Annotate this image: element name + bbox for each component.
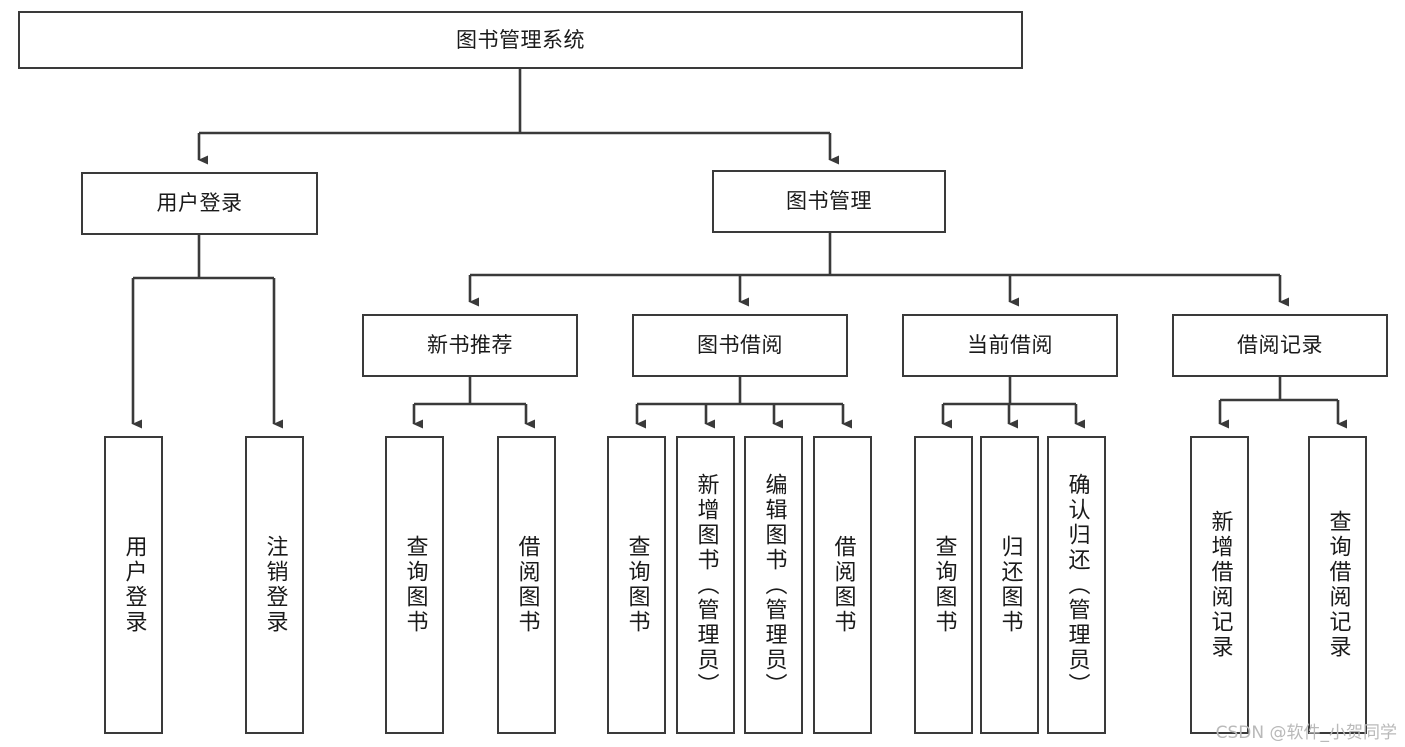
node-label: 归还图书 xyxy=(997,535,1023,635)
node-label: 编辑图书（管理员） xyxy=(761,472,787,698)
leaf-borrow-book[interactable]: 借阅图书 xyxy=(813,436,872,734)
node-label: 借阅记录 xyxy=(1237,333,1323,358)
leaf-query-book-current[interactable]: 查询图书 xyxy=(914,436,973,734)
node-book-borrow[interactable]: 图书借阅 xyxy=(632,314,848,377)
node-label: 借阅图书 xyxy=(830,535,856,635)
node-root-system[interactable]: 图书管理系统 xyxy=(18,11,1023,69)
node-label: 注销登录 xyxy=(262,535,288,635)
leaf-query-book-recommend[interactable]: 查询图书 xyxy=(385,436,444,734)
leaf-borrow-book-recommend[interactable]: 借阅图书 xyxy=(497,436,556,734)
leaf-confirm-return-admin[interactable]: 确认归还（管理员） xyxy=(1047,436,1106,734)
node-borrow-record[interactable]: 借阅记录 xyxy=(1172,314,1388,377)
leaf-query-borrow-record[interactable]: 查询借阅记录 xyxy=(1308,436,1367,734)
node-label: 当前借阅 xyxy=(967,333,1053,358)
node-new-book-recommend[interactable]: 新书推荐 xyxy=(362,314,578,377)
node-current-borrow[interactable]: 当前借阅 xyxy=(902,314,1118,377)
node-label: 新增图书（管理员） xyxy=(693,472,719,698)
node-label: 图书管理 xyxy=(786,189,872,214)
node-label: 借阅图书 xyxy=(514,535,540,635)
node-label: 用户登录 xyxy=(156,191,243,216)
node-label: 用户登录 xyxy=(121,535,147,635)
leaf-add-book-admin[interactable]: 新增图书（管理员） xyxy=(676,436,735,734)
node-book-management[interactable]: 图书管理 xyxy=(712,170,946,233)
leaf-logout[interactable]: 注销登录 xyxy=(245,436,304,734)
node-label: 查询借阅记录 xyxy=(1325,510,1351,660)
leaf-user-login[interactable]: 用户登录 xyxy=(104,436,163,734)
node-label: 查询图书 xyxy=(931,535,957,635)
watermark-text: CSDN @软件_小贺同学 xyxy=(1215,723,1397,743)
node-label: 新增借阅记录 xyxy=(1207,510,1233,660)
leaf-query-book-borrow[interactable]: 查询图书 xyxy=(607,436,666,734)
leaf-add-borrow-record[interactable]: 新增借阅记录 xyxy=(1190,436,1249,734)
node-label: 新书推荐 xyxy=(427,333,513,358)
node-user-login[interactable]: 用户登录 xyxy=(81,172,318,235)
node-label: 图书借阅 xyxy=(697,333,783,358)
node-label: 确认归还（管理员） xyxy=(1064,472,1090,698)
leaf-return-book[interactable]: 归还图书 xyxy=(980,436,1039,734)
node-label: 图书管理系统 xyxy=(456,27,585,52)
leaf-edit-book-admin[interactable]: 编辑图书（管理员） xyxy=(744,436,803,734)
node-label: 查询图书 xyxy=(402,535,428,635)
node-label: 查询图书 xyxy=(624,535,650,635)
